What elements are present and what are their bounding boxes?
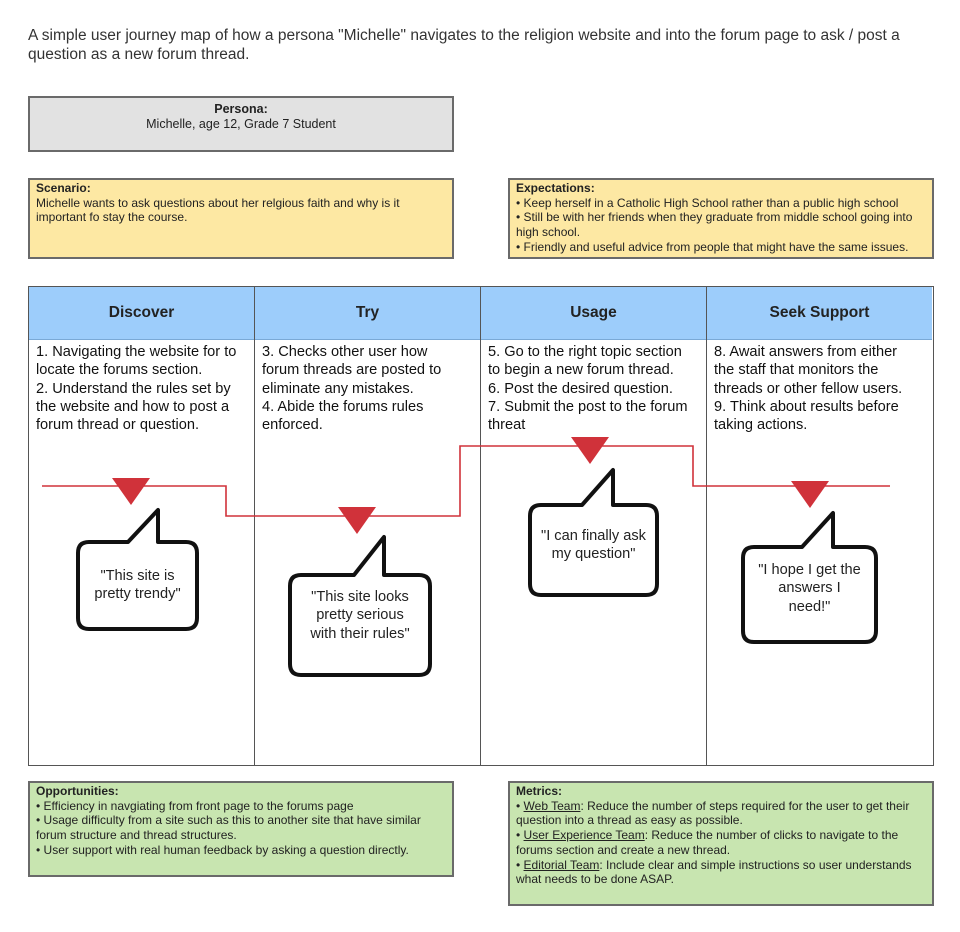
- stage-line: to begin a new forum thread.: [488, 362, 674, 379]
- metric-text: what needs to be done ASAP.: [516, 872, 674, 887]
- stage-description: 3. Checks other user how forum threads a…: [255, 340, 480, 434]
- stage-description: 8. Await answers from either the staff t…: [707, 340, 932, 434]
- metric-text: : Include clear and simple instructions …: [599, 857, 912, 872]
- scenario-line: important fo stay the course.: [36, 210, 188, 225]
- stage-line: 9. Think about results before: [714, 398, 899, 415]
- stage-line: forum thread or question.: [36, 417, 200, 434]
- expectations-line: • Friendly and useful advice from people…: [516, 239, 909, 254]
- stage-header: Seek Support: [707, 287, 932, 340]
- stage-line: the website and how to post a: [36, 398, 230, 415]
- bubble-line: "I can finally ask: [541, 528, 646, 544]
- stage-line: 3. Checks other user how: [262, 344, 428, 360]
- bubble-quote-seek-support: "I hope I get the answers I need!": [745, 561, 874, 616]
- bubble-line: "This site looks: [311, 589, 409, 605]
- stage-header: Usage: [481, 287, 706, 340]
- stage-line: 8. Await answers from either: [714, 344, 898, 360]
- bullet: •: [516, 857, 524, 872]
- intro-text: A simple user journey map of how a perso…: [28, 27, 900, 63]
- scenario-box: Scenario: Michelle wants to ask question…: [28, 178, 454, 259]
- metrics-box: Metrics: • Web Team: Reduce the number o…: [508, 781, 934, 906]
- stage-line: 1. Navigating the website for to: [36, 344, 237, 360]
- stage-column-usage: Usage 5. Go to the right topic section t…: [481, 287, 707, 765]
- bubble-line: pretty trendy": [94, 586, 181, 603]
- metrics-title: Metrics:: [516, 784, 563, 798]
- bubble-line: pretty serious: [316, 607, 404, 624]
- bubble-line: my question": [551, 546, 636, 563]
- opportunities-line: • Efficiency in navgiating from front pa…: [36, 798, 354, 813]
- stage-description: 1. Navigating the website for to locate …: [29, 340, 254, 434]
- bullet: •: [516, 798, 524, 813]
- stage-line: 7. Submit the post to the forum: [488, 398, 688, 415]
- stage-line: threads or other fellow users.: [714, 380, 903, 397]
- stage-column-seek-support: Seek Support 8. Await answers from eithe…: [707, 287, 932, 765]
- metrics-item-ux-team: • User Experience Team: Reduce the numbe…: [516, 828, 926, 843]
- metric-text: question into a thread as easy as possib…: [516, 813, 743, 828]
- team-name: Web Team: [523, 798, 581, 813]
- persona-title: Persona:: [214, 102, 268, 116]
- bubble-line: with their rules": [310, 625, 410, 642]
- stage-line: taking actions.: [714, 417, 808, 434]
- bubble-quote-discover: "This site is pretty trendy": [80, 567, 195, 604]
- stage-column-discover: Discover 1. Navigating the website for t…: [29, 287, 255, 765]
- scenario-line: Michelle wants to ask questions about he…: [36, 195, 400, 210]
- metric-text: : Reduce the number of clicks to navigat…: [644, 828, 899, 843]
- metrics-item-web-team: • Web Team: Reduce the number of steps r…: [516, 799, 926, 814]
- bubble-line: "This site is: [100, 568, 175, 584]
- opportunities-title: Opportunities:: [36, 784, 119, 798]
- persona-box: Persona: Michelle, age 12, Grade 7 Stude…: [28, 96, 454, 152]
- metrics-item-editorial-team: • Editorial Team: Include clear and simp…: [516, 858, 926, 873]
- stage-line: 4. Abide the forums rules: [262, 398, 424, 415]
- stage-line: forum threads are posted to: [262, 362, 442, 379]
- stage-line: locate the forums section.: [36, 362, 203, 379]
- stage-column-try: Try 3. Checks other user how forum threa…: [255, 287, 481, 765]
- stage-line: 5. Go to the right topic section: [488, 344, 682, 360]
- stage-line: enforced.: [262, 417, 323, 434]
- stage-header: Discover: [29, 287, 254, 340]
- journey-grid: Discover 1. Navigating the website for t…: [28, 286, 934, 766]
- scenario-title: Scenario:: [36, 181, 91, 195]
- metric-text: forums section and create a new thread.: [516, 842, 731, 857]
- bubble-quote-try: "This site looks pretty serious with the…: [292, 588, 428, 643]
- team-name: User Experience Team: [523, 828, 645, 843]
- opportunities-line: • User support with real human feedback …: [36, 842, 409, 857]
- bubble-quote-usage: "I can finally ask my question": [532, 527, 655, 564]
- stage-line: the staff that monitors the: [714, 362, 879, 379]
- expectations-line: • Still be with her friends when they gr…: [516, 210, 913, 225]
- opportunities-line: • Usage difficulty from a site such as t…: [36, 813, 421, 828]
- stage-header: Try: [255, 287, 480, 340]
- stage-line: eliminate any mistakes.: [262, 380, 414, 397]
- stage-line: threat: [488, 417, 526, 434]
- bubble-line: need!": [788, 598, 831, 615]
- bullet: •: [516, 828, 524, 843]
- expectations-box: Expectations: • Keep herself in a Cathol…: [508, 178, 934, 259]
- persona-text: Michelle, age 12, Grade 7 Student: [146, 117, 336, 131]
- expectations-title: Expectations:: [516, 181, 595, 195]
- stage-line: 6. Post the desired question.: [488, 380, 673, 397]
- stage-line: 2. Understand the rules set by: [36, 380, 231, 397]
- opportunities-box: Opportunities: • Efficiency in navgiatin…: [28, 781, 454, 877]
- team-name: Editorial Team: [523, 857, 600, 872]
- bubble-line: answers I: [778, 580, 841, 597]
- bubble-line: "I hope I get the: [758, 562, 861, 578]
- opportunities-line: forum structure and thread structures.: [36, 828, 237, 843]
- stage-description: 5. Go to the right topic section to begi…: [481, 340, 706, 434]
- metric-text: : Reduce the number of steps required fo…: [580, 798, 910, 813]
- expectations-line: • Keep herself in a Catholic High School…: [516, 195, 899, 210]
- expectations-line: high school.: [516, 225, 581, 240]
